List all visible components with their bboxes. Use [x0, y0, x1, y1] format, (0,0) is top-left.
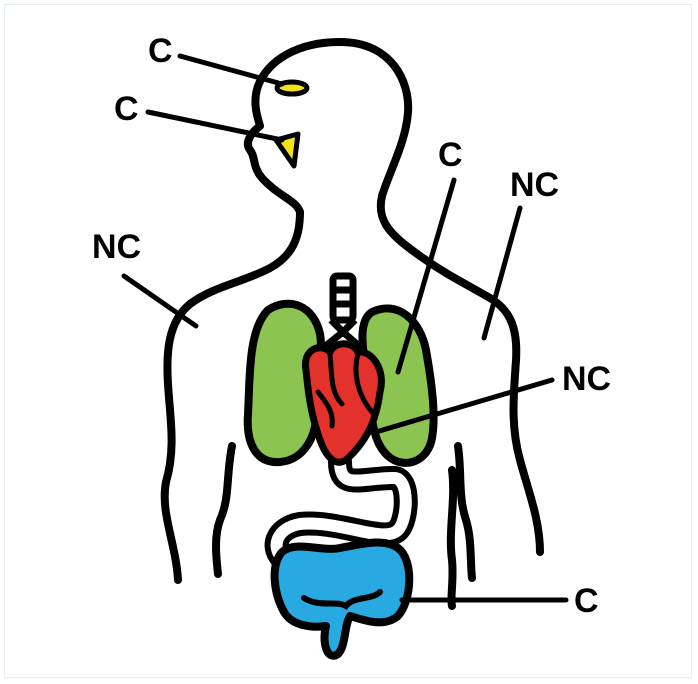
label-heart: NC — [562, 362, 611, 396]
label-intestine: C — [574, 584, 599, 618]
leader-shoulder — [124, 276, 196, 326]
label-shoulder: NC — [92, 230, 141, 264]
inner-torso-line — [451, 470, 453, 606]
label-back: NC — [510, 168, 559, 202]
right-arm-outline — [490, 298, 540, 552]
right-torso-outline — [458, 446, 472, 578]
leader-back — [484, 208, 520, 338]
large-intestine — [275, 543, 410, 656]
label-lungs: C — [438, 138, 463, 172]
label-pituitary: C — [114, 92, 139, 126]
label-pineal: C — [148, 34, 173, 68]
left-torso-outline — [216, 446, 232, 574]
